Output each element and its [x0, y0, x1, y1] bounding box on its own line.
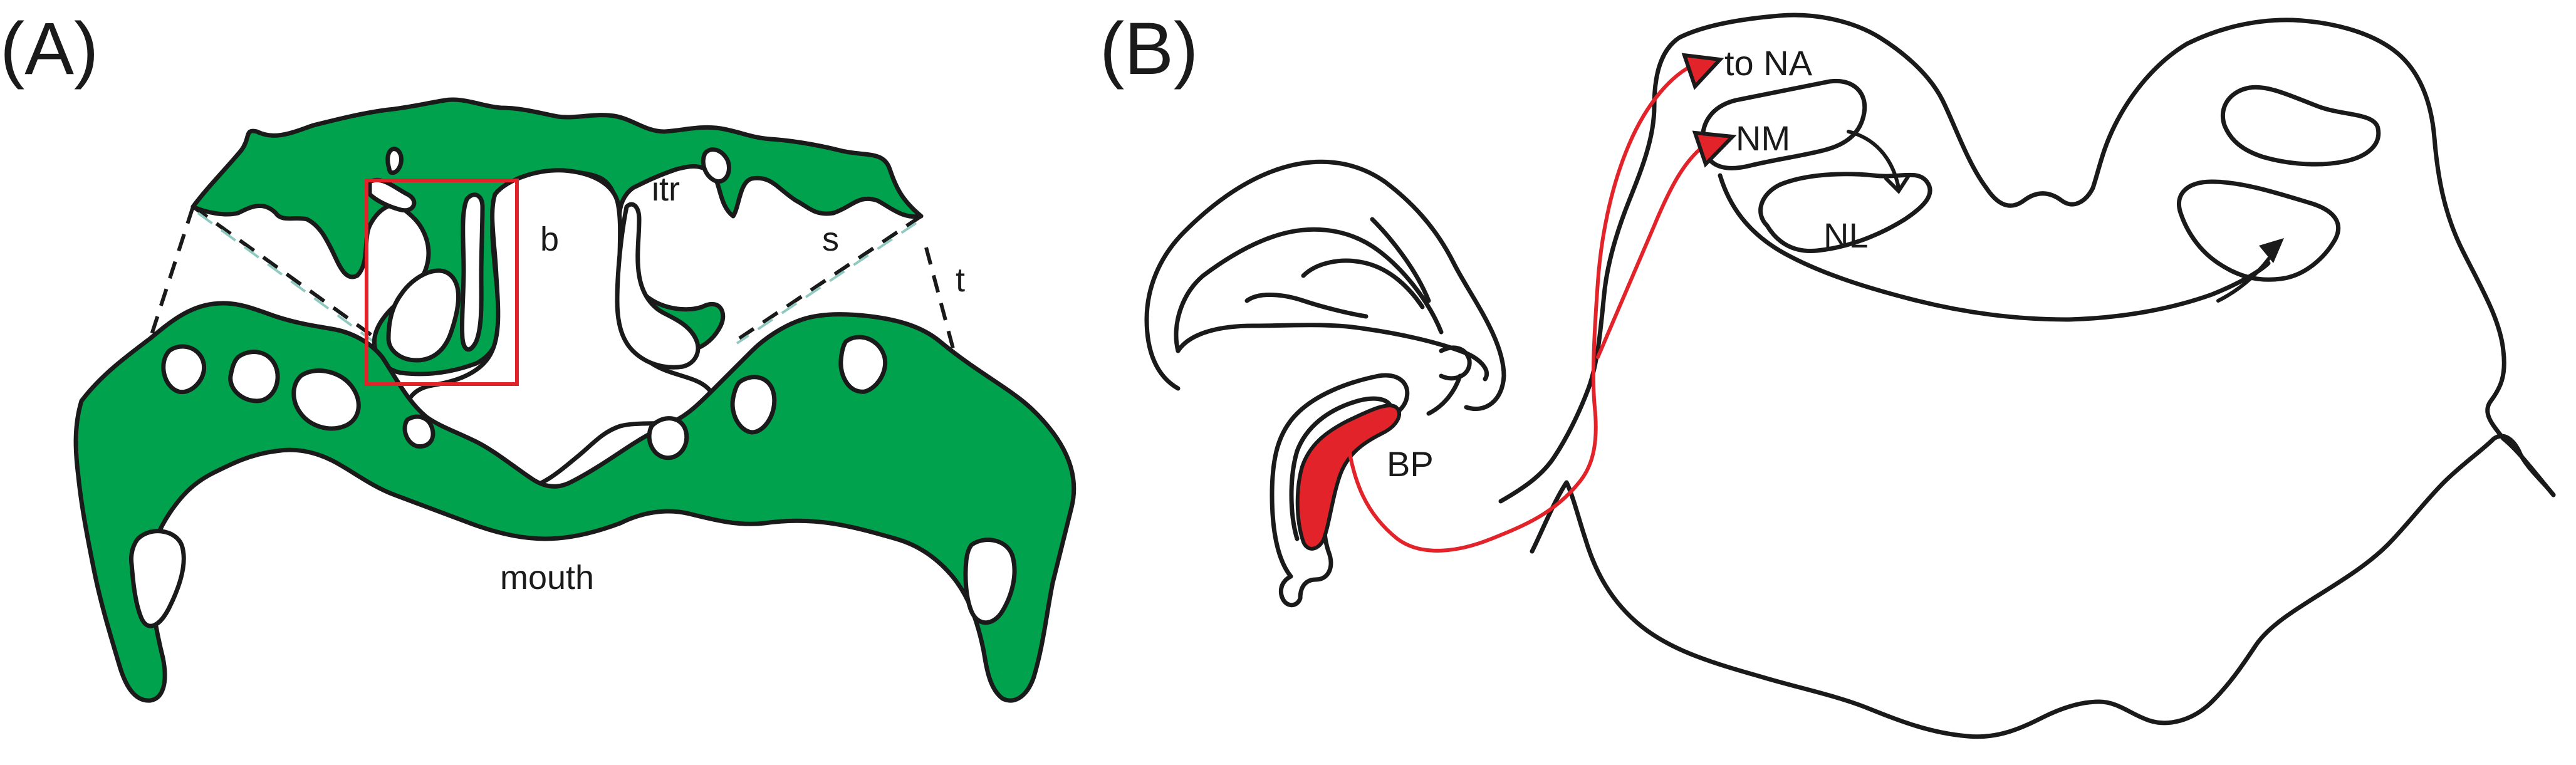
brainstem-left-lower	[1530, 434, 2556, 739]
label-nl: NL	[1823, 216, 1869, 255]
slit-left-of-cavity	[459, 192, 485, 351]
lower-hole-left-3	[291, 368, 361, 431]
cochlea-inner-5	[1370, 217, 1431, 303]
panel-b-label: (B)	[1100, 8, 1198, 90]
label-nm: NM	[1736, 118, 1790, 158]
slit-right-of-cavity	[615, 202, 701, 370]
upper-hole-right	[701, 147, 731, 184]
cochlea-lower-rim	[1426, 373, 1463, 416]
lower-hole-right-2	[838, 335, 888, 394]
lower-hole-far-left	[129, 529, 186, 628]
lower-hole-left-4	[402, 414, 435, 449]
cochlea-inner-4	[1301, 258, 1425, 310]
cochlea-inner-1	[1174, 227, 1444, 353]
brainstem-right-edge	[2501, 436, 2556, 497]
arrow-nm-to-nl-head	[1884, 175, 1910, 194]
label-t: t	[956, 261, 965, 299]
upper-hole-left	[385, 147, 404, 175]
cochlea-inner-3	[1244, 293, 1369, 319]
panel-b: (B) BP NM NL	[1100, 8, 2556, 739]
nucleus-nl	[1758, 172, 1932, 254]
dashed-line-right-inner	[738, 214, 922, 340]
dashed-line-right-inner-teal	[736, 222, 917, 345]
arrow-nm-to-nl	[1847, 130, 1901, 190]
label-to-na: to NA	[1724, 43, 1813, 83]
dashed-line-left-inner-teal	[197, 212, 377, 345]
slit-left-inner	[386, 268, 461, 363]
label-b: b	[540, 221, 559, 258]
panel-a-label: (A)	[0, 8, 98, 90]
upper-slit-left	[367, 177, 417, 213]
axon-path-branch	[1596, 139, 1713, 359]
label-s: s	[822, 221, 839, 258]
cochlea-outer	[1144, 159, 1506, 412]
nucleus-right-upper	[2220, 85, 2381, 167]
arrowhead-to-nm	[1692, 130, 1737, 168]
nucleus-nm	[1700, 78, 1867, 170]
arrowhead-to-na	[1681, 53, 1724, 90]
arrow-to-right-nucleus-head	[2259, 238, 2284, 263]
cochlea-hook	[1439, 345, 1472, 381]
lower-hole-far-right	[963, 538, 1017, 625]
axon-path-main	[1345, 64, 1694, 553]
inset-box	[365, 179, 519, 386]
lower-hole-left-1	[161, 344, 207, 395]
dashed-line-left-outer	[149, 206, 195, 339]
nucleus-right-lower	[2177, 179, 2341, 282]
lower-hole-center-right	[647, 416, 689, 461]
cochlea-sketch	[1144, 159, 1506, 416]
lower-hole-left-2	[228, 350, 280, 403]
brainstem-outline	[1498, 13, 2506, 504]
panel-a: (A) b i	[0, 8, 1077, 703]
label-mouth: mouth	[500, 559, 594, 596]
label-bp: BP	[1387, 444, 1434, 484]
brainstem-inner-contour	[1718, 173, 2271, 322]
dashed-line-left-inner	[192, 205, 377, 340]
papilla-inner	[1289, 396, 1394, 541]
lower-hole-right-1	[730, 375, 777, 435]
basilar-papilla	[1270, 373, 1410, 608]
label-itr: itr	[652, 170, 680, 208]
papilla-red-region	[1295, 403, 1401, 551]
dashed-line-right-outer	[924, 247, 961, 370]
